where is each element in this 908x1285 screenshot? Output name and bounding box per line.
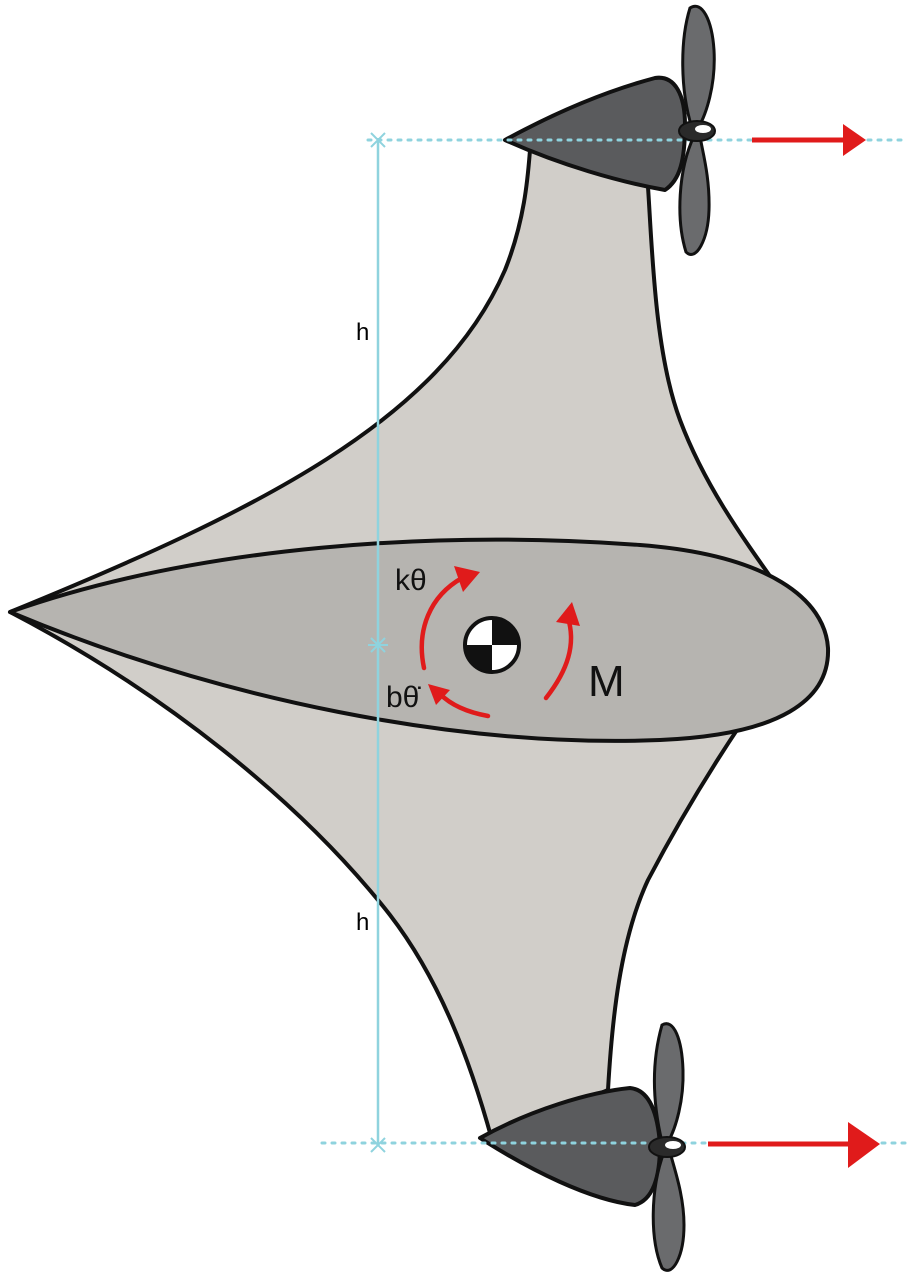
bottom-propeller-icon	[648, 1022, 686, 1272]
damper-arrowhead-icon	[428, 684, 450, 705]
center-of-mass-icon	[463, 616, 521, 674]
moment-label: M	[588, 657, 625, 706]
dimension-label-bottom: h	[356, 909, 369, 936]
spring-term-label: kθ	[395, 564, 427, 597]
damper-term-label: bθ̇	[386, 681, 421, 714]
dimension-tick-mid-icon	[368, 637, 388, 653]
dimension-label-top: h	[356, 319, 369, 346]
applied-moment-arrowhead-icon	[556, 602, 580, 626]
dimension-tick-top-icon	[370, 132, 386, 148]
applied-moment-arrow-icon	[543, 615, 574, 701]
fuselage-body	[8, 537, 831, 743]
spring-moment-arrow-icon	[419, 575, 465, 671]
bottom-thrust-arrow-icon	[708, 1122, 880, 1168]
dimension-tick-bottom-icon	[370, 1137, 386, 1153]
spring-arrowhead-icon	[454, 566, 480, 592]
top-thrust-arrow-icon	[752, 124, 866, 156]
top-propeller-icon	[678, 4, 716, 256]
